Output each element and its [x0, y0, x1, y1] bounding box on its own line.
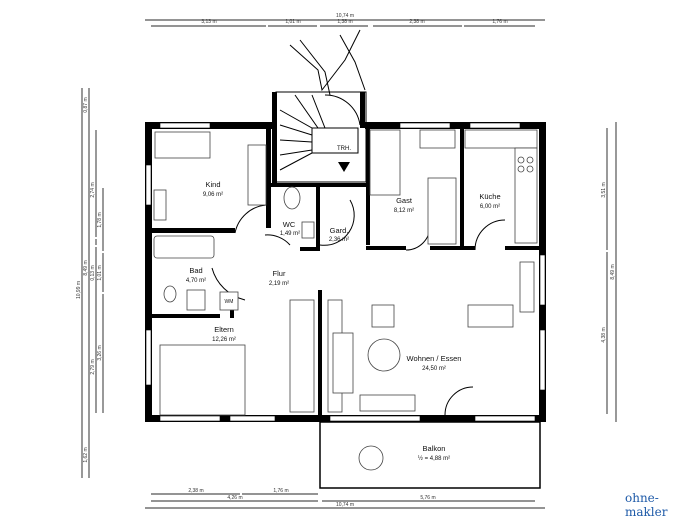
- dim-label: 5,76 m: [420, 495, 435, 501]
- room-name: Kind: [205, 180, 220, 189]
- room-name: Flur: [273, 269, 286, 278]
- room-name: Gard.: [330, 226, 349, 235]
- room-area: 4,70 m²: [186, 278, 206, 284]
- sofa-bottom: [359, 394, 416, 412]
- room-area: 6,00 m²: [480, 204, 500, 210]
- dim-label: 2,79 m: [90, 359, 96, 374]
- room-area: 12,26 m²: [212, 337, 236, 343]
- room-name: Eltern: [214, 325, 234, 334]
- wardrobe-kind: [247, 144, 267, 206]
- toilet-wc: [283, 186, 301, 210]
- room-name: Balkon: [423, 444, 446, 453]
- armchair: [371, 304, 395, 328]
- dim-label: 1,01 m: [285, 19, 300, 25]
- dimensions-right: 3,51 m 4,38 m 8,49 m: [601, 122, 617, 422]
- room-name: Küche: [479, 192, 500, 201]
- room-name: Wohnen / Essen: [407, 354, 462, 363]
- room-area: 9,06 m²: [203, 192, 223, 198]
- bed-eltern: [159, 344, 246, 416]
- stairs-label: TRH.: [337, 146, 351, 152]
- walls: [145, 122, 546, 422]
- dining-table: [467, 304, 514, 328]
- sink-bad: [186, 289, 206, 311]
- kitchen-counter: [464, 129, 538, 149]
- dim-label: 1,76 m: [273, 488, 288, 494]
- dim-top-total: 10,74 m: [336, 13, 354, 19]
- room-area: 2,19 m²: [269, 281, 289, 287]
- washer-label: WM: [225, 299, 234, 305]
- toilet-bad: [163, 285, 177, 303]
- dim-label: 0,13 m: [90, 265, 96, 280]
- room-name: Bad: [189, 266, 202, 275]
- room-name: WC: [283, 220, 296, 229]
- coffee-table: [367, 338, 401, 372]
- dim-label: 1,62 m: [83, 447, 89, 462]
- dim-label: 1,38 m: [337, 19, 352, 25]
- sideboard: [519, 261, 535, 313]
- furniture: WM: [153, 129, 538, 471]
- room-area: 24,50 m²: [422, 366, 446, 372]
- room-area: 2,36 m²: [329, 237, 349, 243]
- dimensions-top: 10,74 m 3,13 m 1,01 m 1,38 m 2,38 m 1,76…: [145, 13, 545, 27]
- dim-label: 2,38 m: [188, 488, 203, 494]
- sink-wc: [301, 221, 315, 239]
- dim-label: 1,01 m: [97, 265, 103, 280]
- dim-label: 10,74 m: [336, 502, 354, 508]
- room-area: 1,49 m²: [280, 231, 300, 237]
- dimensions-left: 10,99 m 0,87 m 8,49 m 1,62 m 2,74 m 0,13…: [76, 88, 104, 478]
- dim-label: 0,87 m: [83, 97, 89, 112]
- room-area: 8,12 m²: [394, 208, 414, 214]
- balcony-table: [358, 445, 384, 471]
- stairs-direction-arrow-icon: [338, 162, 350, 172]
- dim-label: 10,99 m: [76, 281, 82, 299]
- dim-label: 8,49 m: [83, 260, 89, 275]
- wardrobe-eltern: [289, 299, 315, 413]
- wardrobe-gast: [369, 129, 401, 196]
- room-labels: Kind 9,06 m² WC 1,49 m² Gard. 2,36 m² Ga…: [186, 146, 501, 462]
- staircase: [272, 29, 367, 184]
- dim-label: 3,51 m: [601, 182, 607, 197]
- dim-label: 4,38 m: [601, 327, 607, 342]
- desk-kind: [153, 189, 167, 221]
- dim-label: 8,49 m: [610, 264, 616, 279]
- desk-gast: [419, 129, 456, 149]
- dim-label: 3,13 m: [201, 19, 216, 25]
- dim-label: 3,26 m: [97, 345, 103, 360]
- room-area: ½ = 4,88 m²: [418, 455, 450, 462]
- brand-logo: ohne-makler: [625, 491, 693, 519]
- bed-gast: [427, 177, 457, 245]
- dim-label: 1,78 m: [97, 212, 103, 227]
- dim-label: 2,74 m: [90, 182, 96, 197]
- room-name: Gast: [396, 196, 413, 205]
- bed-kind: [154, 131, 211, 159]
- dim-label: 2,38 m: [409, 19, 424, 25]
- washer: [219, 291, 239, 311]
- dim-label: 4,26 m: [227, 495, 242, 501]
- dim-label: 1,76 m: [492, 19, 507, 25]
- kitchen-counter-side: [514, 147, 538, 244]
- balcony-outline: [319, 421, 541, 489]
- sofa: [332, 332, 354, 394]
- logo-text: ohne-makler: [625, 491, 668, 519]
- bathtub: [153, 235, 215, 259]
- dimensions-bottom: 2,38 m 1,76 m 4,26 m 5,76 m 10,74 m: [145, 488, 545, 509]
